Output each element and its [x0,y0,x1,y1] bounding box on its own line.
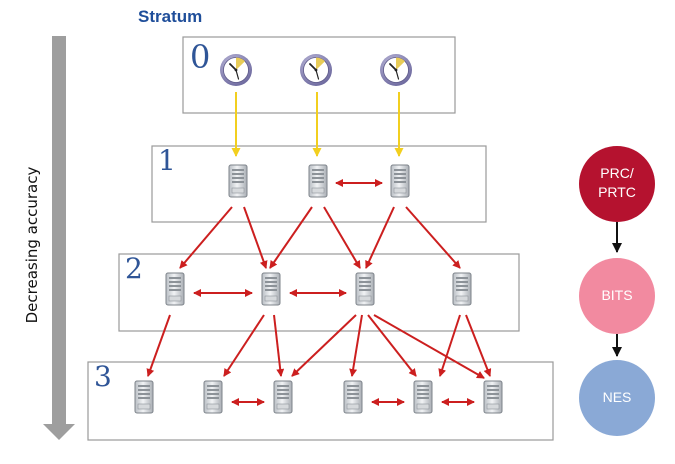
sync-arrow [273,314,285,377]
sync-arrow [373,314,485,379]
stratum-1-number: 1 [158,144,176,177]
server-icon [343,380,363,414]
clock-icon [299,53,333,87]
server-icon [273,380,293,414]
prc-prtc-label: PRC/ PRTC [577,164,657,202]
sync-arrow [349,314,363,377]
server-icon [355,272,375,306]
stratum-3-box [87,361,554,441]
nes-circle [579,360,655,436]
stratum-2-number: 2 [125,252,143,285]
bits-label: BITS [601,287,633,303]
sync-arrow [405,206,461,269]
sync-arrow [367,314,417,377]
accuracy-arrow [43,36,75,440]
server-icon [165,272,185,306]
server-icon [413,380,433,414]
sync-arrow [146,314,171,377]
server-icon [308,164,328,198]
sync-arrow [243,206,268,269]
sync-arrow [223,314,265,377]
sync-arrow [269,206,313,269]
clock-icon [219,53,253,87]
stratum-0-number: 0 [190,38,211,76]
stratum-3-number: 3 [94,360,112,393]
server-icon [203,380,223,414]
sync-arrow [323,206,361,269]
server-icon [228,164,248,198]
server-icon [390,164,410,198]
server-icon [483,380,503,414]
clock-icon [379,53,413,87]
prc-prtc-circle [579,146,655,222]
nes-label: NES [602,389,632,405]
server-icon [134,380,154,414]
bits-circle [579,258,655,334]
stratum-title: Stratum [138,7,203,26]
server-icon [261,272,281,306]
server-icon [452,272,472,306]
accuracy-axis-label: Decreasing accuracy [23,166,41,324]
prc-label-line1: PRC/ [600,165,634,181]
sync-arrow [291,314,357,377]
sync-arrow [179,206,233,269]
sync-arrow [438,314,461,377]
sync-arrow [365,206,395,269]
prc-label-line2: PRTC [598,184,636,200]
sync-arrow [465,314,492,377]
